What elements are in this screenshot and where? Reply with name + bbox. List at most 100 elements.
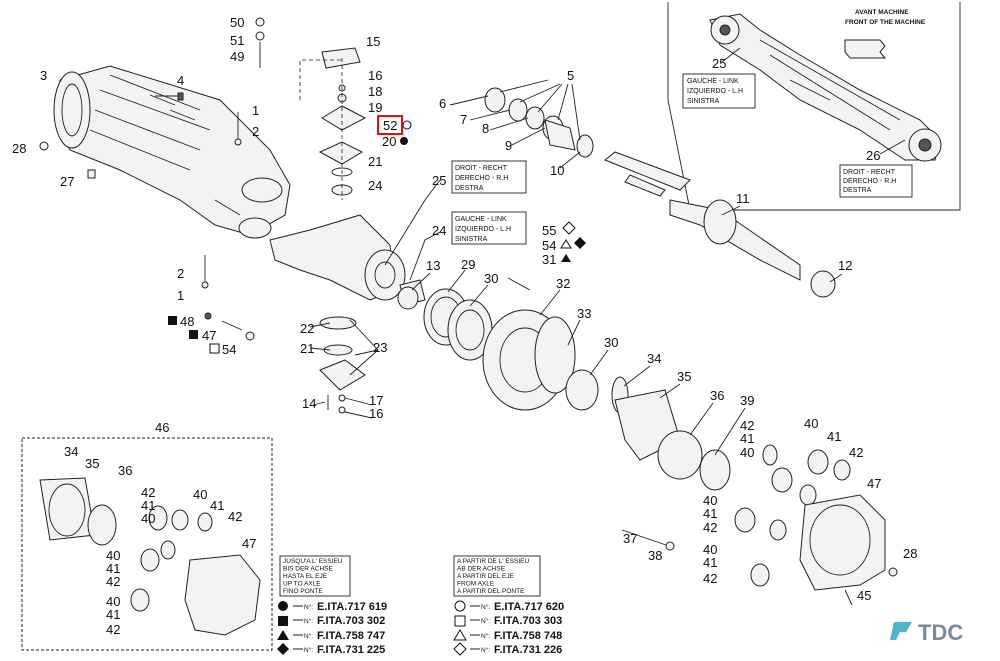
callout-40b: 40 xyxy=(740,445,754,460)
legend-right-prefix-3: N°: xyxy=(481,632,490,640)
callout-2a: 2 xyxy=(252,124,259,139)
callout-3: 3 xyxy=(40,68,47,83)
up-to-line-2: BIS DER ACHSE xyxy=(283,566,334,573)
filled-circle-icon xyxy=(400,137,408,145)
from-line-3: A PARTIR DEL EJE xyxy=(457,573,515,580)
open-diamond-icon xyxy=(562,221,576,235)
legend-right-code-2: F.ITA.703 303 xyxy=(494,615,562,627)
callout-55: 55 xyxy=(542,223,556,238)
inset-right-line-1: DROIT - RECHT xyxy=(843,169,896,176)
callout-13: 13 xyxy=(426,258,440,273)
callout-16b: 16 xyxy=(369,406,383,421)
callout-7: 7 xyxy=(460,112,467,127)
callout-42e: 42 xyxy=(141,485,155,500)
callout-11: 11 xyxy=(736,191,750,206)
filled-diamond-icon xyxy=(277,643,289,655)
right-label-line-1: DROIT - RECHT xyxy=(455,165,508,172)
callout-5: 5 xyxy=(567,68,574,83)
callout-46: 46 xyxy=(155,420,169,435)
right-label-line-3: DESTRA xyxy=(455,185,484,192)
legend-left-code-4: F.ITA.731 225 xyxy=(317,644,385,656)
inset-left-line-2: IZQUIERDO - L.H xyxy=(687,88,743,95)
callout-41h: 41 xyxy=(106,607,120,622)
logo-icon xyxy=(890,622,912,640)
callout-16a: 16 xyxy=(368,68,382,83)
callout-35b: 35 xyxy=(85,456,99,471)
left-label-line-1: GAUCHE - LINK xyxy=(455,216,507,223)
callout-41g: 41 xyxy=(106,561,120,576)
callout-labels: 50 51 49 15 16 18 19 20 21 24 3 4 1 2 28… xyxy=(12,15,917,637)
callout-42g: 42 xyxy=(106,574,120,589)
callout-30a: 30 xyxy=(484,271,498,286)
callout-27: 27 xyxy=(60,174,74,189)
left-side-label: GAUCHE - LINK IZQUIERDO - L.H SINISTRA xyxy=(451,211,527,245)
callout-1a: 1 xyxy=(252,103,259,118)
legend-left-code-1: E.ITA.717 619 xyxy=(317,601,387,613)
legend-right-prefix-1: N°: xyxy=(481,603,490,611)
legend-right: N°: N°: N°: N°: E.ITA.717 620 F.ITA.703 … xyxy=(453,600,564,656)
tdc-logo: TDC xyxy=(890,620,963,645)
leader-lines xyxy=(309,79,843,456)
callout-39: 39 xyxy=(740,393,754,408)
callout-49: 49 xyxy=(230,49,244,64)
callout-9: 9 xyxy=(505,138,512,153)
inset-left-line-1: GAUCHE - LINK xyxy=(687,78,739,85)
inset-left-line-3: SINISTRA xyxy=(687,98,720,105)
planetary-gears-right xyxy=(621,444,898,606)
legend-right-code-1: E.ITA.717 620 xyxy=(494,601,564,613)
filled-diamond-icon xyxy=(574,237,586,249)
inset-callout-26: 26 xyxy=(866,148,880,163)
open-square-icon xyxy=(454,615,466,627)
open-circle-icon xyxy=(454,600,466,612)
callout-19: 19 xyxy=(368,100,382,115)
callout-2b: 2 xyxy=(177,266,184,281)
legend-right-code-4: F.ITA.731 226 xyxy=(494,644,562,656)
axle-housing xyxy=(53,65,291,239)
callout-42h: 42 xyxy=(106,622,120,637)
callout-20: 20 xyxy=(382,134,396,149)
callout-4: 4 xyxy=(177,73,184,88)
open-square-icon xyxy=(209,343,220,354)
callout-34: 34 xyxy=(647,351,661,366)
callout-53: 54 xyxy=(222,342,236,357)
callout-28b: 28 xyxy=(903,546,917,561)
callout-42d: 42 xyxy=(703,571,717,586)
callout-42c: 42 xyxy=(703,520,717,535)
legend-right-prefix-4: N°: xyxy=(481,646,490,654)
highlighted-callout-52[interactable]: 52 xyxy=(377,115,412,135)
inset-front-line-2: FRONT OF THE MACHINE xyxy=(845,19,926,26)
callout-41c: 41 xyxy=(703,506,717,521)
callout-42f: 42 xyxy=(228,509,242,524)
callout-24: 24 xyxy=(368,178,382,193)
left-label-line-2: IZQUIERDO - L.H xyxy=(455,226,511,233)
callout-31: 31 xyxy=(542,252,556,267)
planetary-gears-left xyxy=(39,477,261,636)
callout-40c: 40 xyxy=(703,493,717,508)
callout-18: 18 xyxy=(368,84,382,99)
legend-right-code-3: F.ITA.758 748 xyxy=(494,630,562,642)
right-label-line-2: DERECHO - R.H xyxy=(455,175,508,182)
legend-left-prefix-4: N°: xyxy=(304,646,313,654)
front-arrow-icon xyxy=(844,39,887,59)
filled-square-icon xyxy=(168,316,177,325)
callout-41a: 41 xyxy=(740,431,754,446)
callout-21b: 21 xyxy=(300,341,314,356)
inset-callout-25: 25 xyxy=(712,56,726,71)
right-side-label: DROIT - RECHT DERECHO - R.H DESTRA xyxy=(451,160,527,194)
callout-40g: 40 xyxy=(106,548,120,563)
from-line-2: AB DER ACHSE xyxy=(457,566,506,573)
left-label-line-3: SINISTRA xyxy=(455,236,488,243)
up-to-line-1: JUSQU'A L' ESSIEU xyxy=(283,558,343,565)
legend-right-prefix-2: N°: xyxy=(481,617,490,625)
callout-1b: 1 xyxy=(177,288,184,303)
callout-32: 32 xyxy=(556,276,570,291)
callout-40d: 40 xyxy=(703,542,717,557)
filled-square-icon xyxy=(278,616,288,626)
inset-right-line-2: DERECHO - R.H xyxy=(843,178,896,185)
callout-8: 8 xyxy=(482,121,489,136)
callout-36: 36 xyxy=(710,388,724,403)
callout-52: 52 xyxy=(383,118,397,133)
from-line-4: FROM AXLE xyxy=(457,581,495,588)
